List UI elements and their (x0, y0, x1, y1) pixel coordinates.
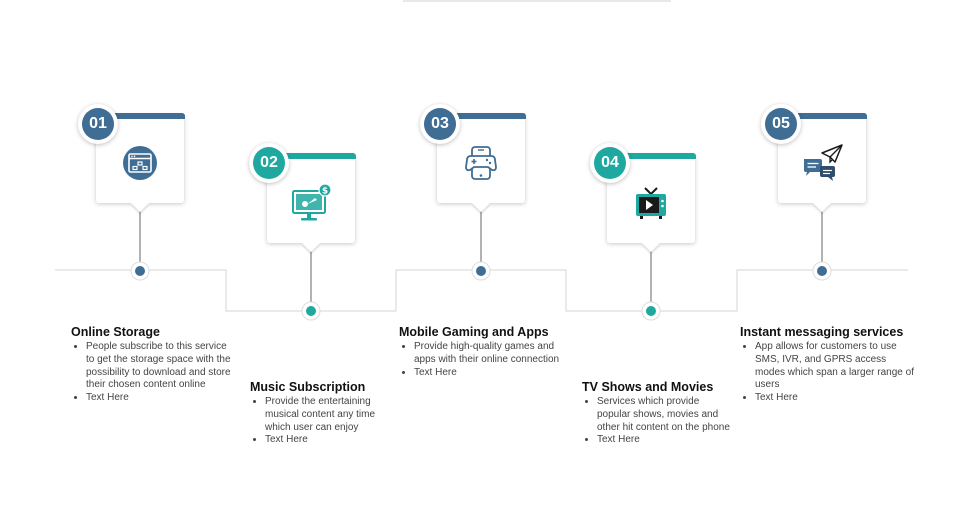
step-2-text: Music Subscription Provide the entertain… (250, 380, 400, 447)
step-1-bullet-1: People subscribe to this service to get … (86, 341, 231, 392)
step-4-bullet-1: Services which provide popular shows, mo… (597, 396, 732, 434)
step-4-title: TV Shows and Movies (582, 380, 714, 394)
node-5 (812, 261, 832, 281)
step-3-text: Mobile Gaming and Apps Provide high-qual… (399, 325, 574, 379)
step-2-bullets: Provide the entertaining musical content… (250, 396, 400, 447)
step-4-number: 04 (594, 147, 626, 179)
step-3-title: Mobile Gaming and Apps (399, 325, 549, 339)
step-4-bullets: Services which provide popular shows, mo… (582, 396, 732, 447)
step-1-title: Online Storage (71, 325, 160, 339)
step-1-bullet-2: Text Here (86, 392, 231, 405)
step-2-number: 02 (253, 147, 285, 179)
step-5-badge: 05 (761, 104, 801, 144)
step-3-badge: 03 (420, 104, 460, 144)
step-5-title: Instant messaging services (740, 325, 904, 339)
step-1-bullets: People subscribe to this service to get … (71, 341, 231, 405)
step-2-title: Music Subscription (250, 380, 366, 394)
browser-window-icon (123, 146, 157, 180)
step-4-text: TV Shows and Movies Services which provi… (582, 380, 732, 447)
chat-paper-plane-icon (804, 144, 843, 181)
step-5-text: Instant messaging services App allows fo… (740, 325, 915, 405)
step-5-bullets: App allows for customers to use SMS, IVR… (740, 341, 917, 405)
top-divider (403, 0, 671, 2)
step-3-number: 03 (424, 108, 456, 140)
tv-play-icon (636, 187, 666, 219)
step-2-bullet-2: Text Here (265, 434, 400, 447)
step-4-card (606, 153, 696, 243)
phone-gamepad-icon (465, 146, 497, 180)
node-2 (301, 301, 321, 321)
step-5-bullet-2: Text Here (755, 392, 917, 405)
step-5-number: 05 (765, 108, 797, 140)
step-2-bullet-1: Provide the entertaining musical content… (265, 396, 400, 434)
step-1-text: Online Storage People subscribe to this … (71, 325, 231, 405)
step-3-bullets: Provide high-quality games and apps with… (399, 341, 574, 379)
step-2-card: $ (266, 153, 356, 243)
step-2-badge: 02 (249, 143, 289, 183)
step-1-number: 01 (82, 108, 114, 140)
step-4-badge: 04 (590, 143, 630, 183)
node-1 (130, 261, 150, 281)
step-1-badge: 01 (78, 104, 118, 144)
step-4-bullet-2: Text Here (597, 434, 732, 447)
svg-text:$: $ (322, 186, 328, 196)
monitor-music-dollar-icon: $ (292, 183, 332, 221)
step-3-bullet-2: Text Here (414, 367, 574, 380)
node-3 (471, 261, 491, 281)
node-4 (641, 301, 661, 321)
step-5-bullet-1: App allows for customers to use SMS, IVR… (755, 341, 917, 392)
step-3-bullet-1: Provide high-quality games and apps with… (414, 341, 574, 367)
